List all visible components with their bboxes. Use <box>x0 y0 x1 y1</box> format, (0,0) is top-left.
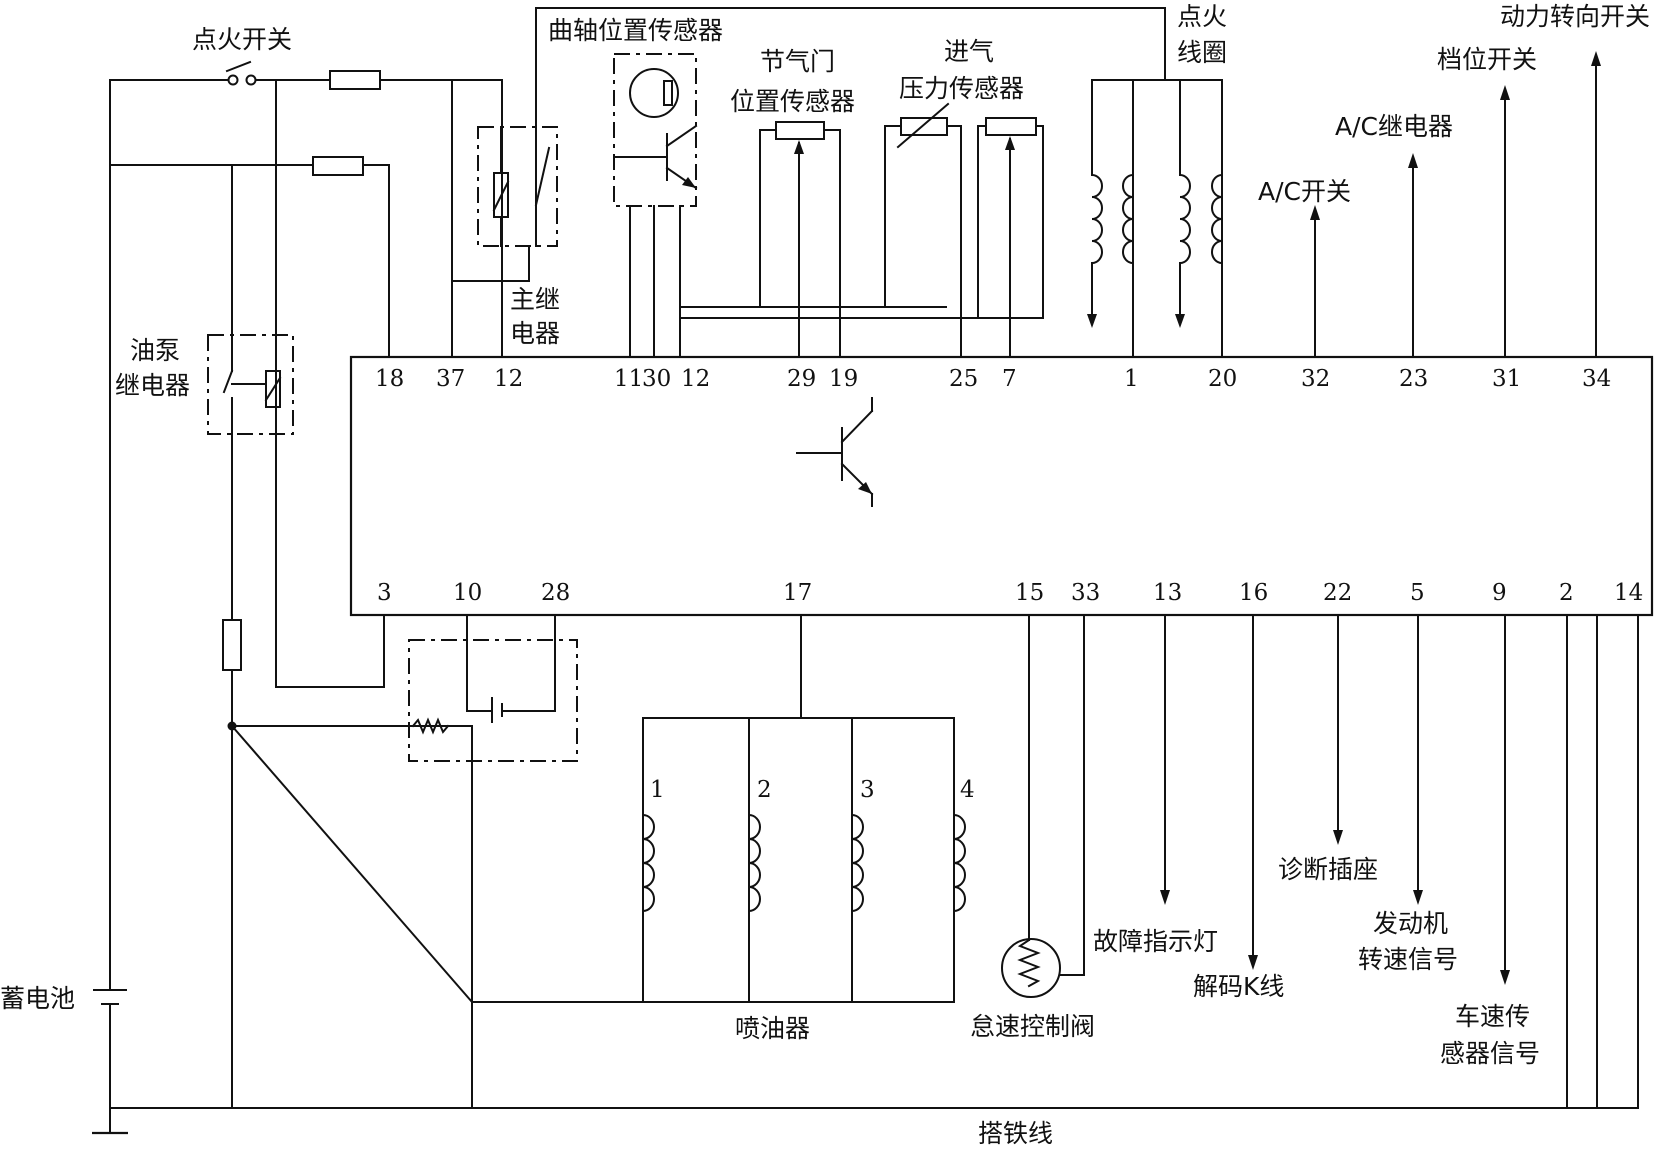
label-ignition-switch: 点火开关 <box>192 25 292 54</box>
fuel-pump-resistor <box>222 619 242 671</box>
label-idle-valve: 怠速控制阀 <box>970 1012 1095 1041</box>
idle-control-valve <box>1001 614 1085 998</box>
pin-9: 9 <box>1492 580 1507 606</box>
pin-31: 31 <box>1492 366 1521 392</box>
ignition-switch <box>109 60 331 86</box>
label-fault-lamp: 故障指示灯 <box>1093 927 1218 956</box>
label-vss-2: 感器信号 <box>1440 1039 1540 1068</box>
label-main-relay-2: 电器 <box>510 319 560 348</box>
label-injectors: 喷油器 <box>735 1014 810 1043</box>
pin-29: 29 <box>787 366 816 392</box>
label-decode-k-line: 解码K线 <box>1193 972 1284 1001</box>
label-main-relay-1: 主继 <box>510 285 560 314</box>
battery-symbol <box>93 79 127 1111</box>
label-diag-socket: 诊断插座 <box>1278 855 1378 884</box>
pin-34: 34 <box>1582 366 1611 392</box>
pin-7: 7 <box>1002 366 1017 392</box>
label-vss-1: 车速传 <box>1455 1002 1530 1031</box>
ecu-box <box>349 355 1654 617</box>
throttle-position-sensor <box>759 121 841 358</box>
label-ac-relay: A/C继电器 <box>1335 112 1453 141</box>
pin-22: 22 <box>1323 580 1352 606</box>
crankshaft-sensor <box>613 53 698 207</box>
ecu-bottom-pins: 3 10 28 17 15 33 13 16 22 5 9 2 14 <box>377 580 1643 606</box>
pin-28: 28 <box>541 580 570 606</box>
pin-3: 3 <box>377 580 392 606</box>
bottom-signal-arrows <box>1160 614 1510 985</box>
label-battery: 蓄电池 <box>0 984 75 1013</box>
label-crank-sensor: 曲轴位置传感器 <box>548 16 723 45</box>
label-ac-switch: A/C开关 <box>1258 177 1351 206</box>
label-ignition-coil-2: 线圈 <box>1177 38 1227 67</box>
label-throttle-1: 节气门 <box>760 47 835 76</box>
pin-2: 2 <box>1559 580 1574 606</box>
top-signal-arrows <box>1310 51 1601 358</box>
pin-14: 14 <box>1614 580 1643 606</box>
label-fuel-pump-relay-1: 油泵 <box>130 336 180 365</box>
pin-1: 1 <box>1124 366 1139 392</box>
pin-23: 23 <box>1399 366 1428 392</box>
injector-number-3: 3 <box>860 777 875 803</box>
label-engine-speed-1: 发动机 <box>1373 909 1448 938</box>
pin-12b: 12 <box>681 366 710 392</box>
label-map-1: 进气 <box>944 37 994 66</box>
label-map-2: 压力传感器 <box>899 74 1024 103</box>
pin-25: 25 <box>949 366 978 392</box>
pin-16: 16 <box>1239 580 1268 606</box>
pin-30: 30 <box>642 366 671 392</box>
injector-number-4: 4 <box>960 777 975 803</box>
pin-19: 19 <box>829 366 858 392</box>
label-throttle-2: 位置传感器 <box>730 87 855 116</box>
label-ground-wire: 搭铁线 <box>978 1119 1053 1148</box>
fuse-ignition <box>329 70 381 90</box>
label-power-steering-switch: 动力转向开关 <box>1500 2 1650 31</box>
pin-37: 37 <box>436 366 465 392</box>
pin-18: 18 <box>375 366 404 392</box>
pin-5: 5 <box>1410 580 1425 606</box>
main-relay <box>477 126 558 247</box>
label-ignition-coil-1: 点火 <box>1177 2 1227 31</box>
pin-10: 10 <box>453 580 482 606</box>
fuse-battery <box>312 156 364 176</box>
ignition-coils <box>1087 79 1224 358</box>
pin-17: 17 <box>783 580 812 606</box>
pin-15: 15 <box>1015 580 1044 606</box>
manifold-pressure-sensor <box>884 102 1044 358</box>
pin-32: 32 <box>1301 366 1330 392</box>
idle-control-module <box>408 614 578 762</box>
pin-20: 20 <box>1208 366 1237 392</box>
pin-33: 33 <box>1071 580 1100 606</box>
ecu-transistor-icon <box>796 397 874 507</box>
injector-number-2: 2 <box>757 777 772 803</box>
label-gear-switch: 档位开关 <box>1437 45 1537 74</box>
label-engine-speed-2: 转速信号 <box>1358 945 1458 974</box>
injectors <box>641 614 966 1003</box>
pin-11: 11 <box>614 366 643 392</box>
pin-12a: 12 <box>494 366 523 392</box>
fuel-pump-relay <box>207 334 294 435</box>
label-fuel-pump-relay-2: 继电器 <box>115 371 190 400</box>
injector-number-1: 1 <box>650 777 665 803</box>
ecu-top-pins: 18 37 12 11 30 12 29 19 25 7 1 20 32 23 … <box>375 366 1611 392</box>
pin-13: 13 <box>1153 580 1182 606</box>
